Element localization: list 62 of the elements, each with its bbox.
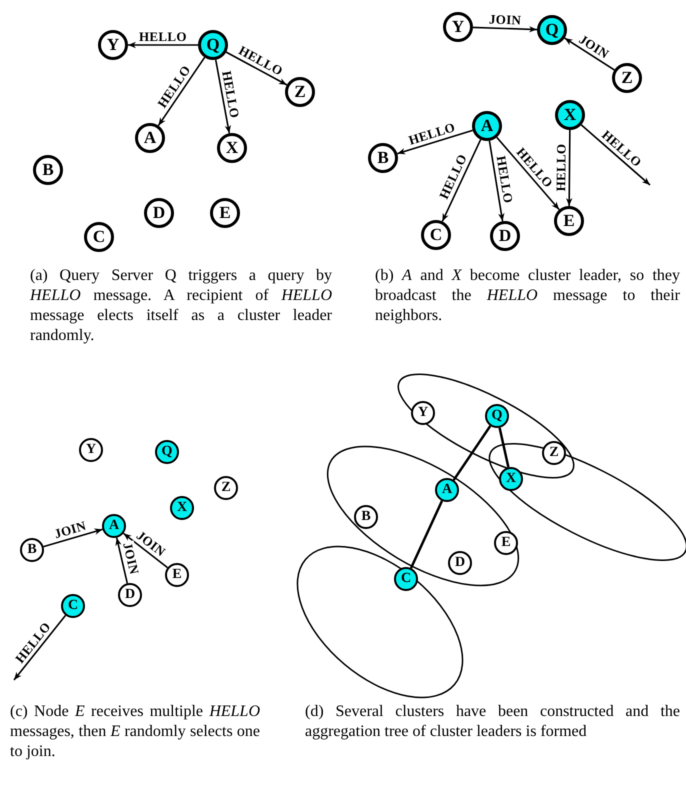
leader-node-circle: A <box>472 111 502 141</box>
figure-caption: (d) Several clusters have been constructed and the aggregation tree of cluster leaders is formed <box>305 702 680 742</box>
arrow <box>158 56 206 126</box>
arrow <box>496 136 560 210</box>
arrow <box>128 42 198 48</box>
node-circle: D <box>118 583 142 607</box>
node-circle: X <box>217 133 247 163</box>
node-circle: B <box>33 155 63 185</box>
tree-link <box>498 427 510 468</box>
figure-caption: (a) Query Server Q triggers a query by HELLO message. A recipient of HELLO message elects itself as a cluster leader randomly. <box>30 266 332 346</box>
node-circle: E <box>494 531 518 555</box>
arrow <box>214 60 231 134</box>
node-circle: A <box>135 123 165 153</box>
tree-link <box>452 425 492 481</box>
node-circle: Y <box>411 401 435 425</box>
node-circle: Z <box>542 441 566 465</box>
leader-node-circle: X <box>499 467 523 491</box>
edge-label: HELLO <box>554 142 568 193</box>
leader-node-circle: X <box>170 496 194 520</box>
node-circle: E <box>210 198 240 228</box>
node-circle: D <box>448 551 472 575</box>
arrow <box>226 51 288 86</box>
leader-node-circle: A <box>435 478 459 502</box>
leader-node-circle: X <box>555 100 585 130</box>
arrow <box>115 538 128 584</box>
arrow <box>566 130 572 206</box>
node-circle: B <box>354 505 378 529</box>
leader-node-circle: A <box>102 514 126 538</box>
arrow <box>397 130 473 154</box>
leader-node-circle: C <box>61 594 85 618</box>
figure-caption: (c) Node E receives multiple HELLO messages, then E randomly selects one to join. <box>10 702 260 762</box>
edge-label: HELLO <box>138 30 188 42</box>
node-circle: Y <box>443 12 473 42</box>
node-circle: B <box>368 143 398 173</box>
node-circle: D <box>144 198 174 228</box>
arrow <box>580 124 651 186</box>
arrow <box>442 139 482 222</box>
arrow <box>564 37 615 71</box>
edge-label: JOIN <box>488 12 523 27</box>
node-circle: Z <box>285 77 315 107</box>
node-circle: E <box>165 563 189 587</box>
node-circle: C <box>421 220 451 250</box>
node-circle: Y <box>79 438 103 462</box>
arrow <box>488 140 504 222</box>
arrow <box>13 614 66 680</box>
leader-node-circle: Q <box>537 15 567 45</box>
leader-node-circle: Q <box>485 404 509 428</box>
node-circle: Z <box>612 63 642 93</box>
node-circle: Y <box>98 30 128 60</box>
figure-caption: (b) A and X become cluster leader, so they broadcast the HELLO message to their neighbors. <box>375 266 680 326</box>
arrow <box>43 528 103 548</box>
leader-node-circle: Q <box>155 440 179 464</box>
leader-node-circle: Q <box>198 30 228 60</box>
node-circle: E <box>554 206 584 236</box>
node-circle: Z <box>214 476 238 500</box>
node-circle: B <box>20 538 44 562</box>
leader-node-circle: C <box>394 567 418 591</box>
node-circle: C <box>84 222 114 252</box>
arrow <box>122 532 168 568</box>
arrow <box>472 26 538 32</box>
node-circle: D <box>490 221 520 251</box>
tree-link <box>410 500 444 569</box>
